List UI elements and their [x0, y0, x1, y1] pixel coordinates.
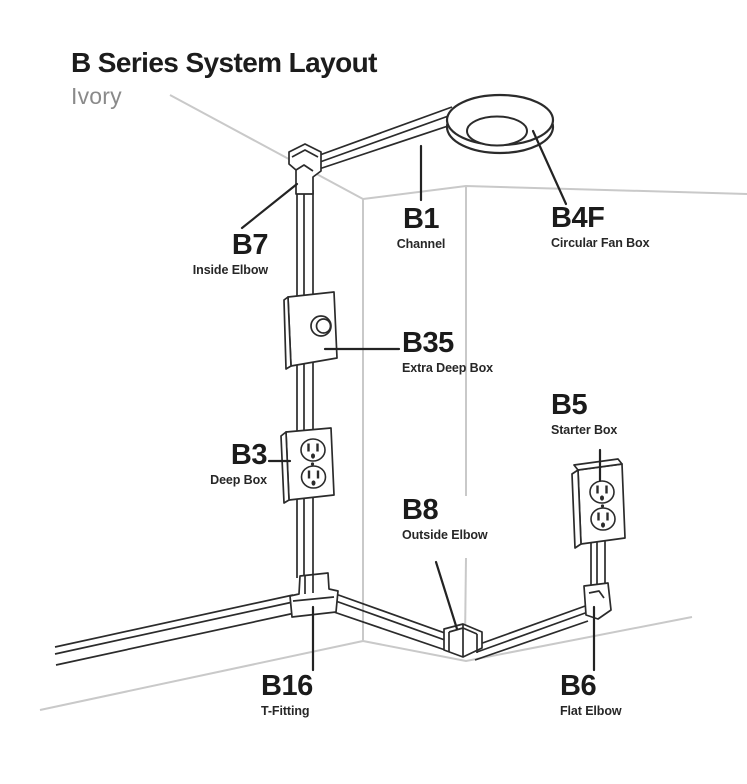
part-code: B1	[402, 203, 440, 235]
label-b5-starter-box: B5 Starter Box	[551, 391, 617, 438]
flat-elbow-drawing	[583, 582, 612, 620]
part-code: B4F	[551, 202, 605, 234]
part-name: Circular Fan Box	[551, 236, 650, 250]
part-code: B3	[230, 439, 268, 471]
part-code: B5	[551, 389, 588, 421]
floor-edge	[39, 616, 693, 711]
part-name: Extra Deep Box	[402, 361, 493, 375]
circular-fan-box-drawing	[445, 93, 555, 155]
baseboard-right-run	[474, 604, 589, 661]
vertical-channel-run	[296, 190, 314, 580]
label-b7-inside-elbow: B7 Inside Elbow	[192, 229, 269, 278]
label-b16-t-fitting: B16 T-Fitting	[261, 672, 313, 719]
label-b1-channel: B1 Channel	[383, 205, 459, 252]
part-name: Outside Elbow	[402, 528, 488, 542]
leader-b7	[240, 182, 299, 230]
part-name: Deep Box	[210, 473, 267, 487]
part-code: B6	[560, 670, 597, 702]
part-code: B7	[231, 229, 269, 261]
page-subtitle: Ivory	[71, 82, 122, 109]
starter-box-stub-run	[590, 540, 606, 590]
page-title: B Series System Layout	[71, 47, 377, 78]
leader-b8	[434, 560, 459, 631]
outside-elbow-drawing	[443, 623, 483, 658]
part-name: Inside Elbow	[192, 263, 268, 277]
header: B Series System Layout Ivory	[71, 47, 377, 110]
baseboard-middle-run	[327, 591, 457, 654]
ceiling-channel-run	[300, 106, 458, 176]
label-b35-extra-deep-box: B35 Extra Deep Box	[402, 329, 493, 376]
part-code: B16	[261, 670, 313, 702]
part-code: B8	[402, 494, 439, 526]
room-outline	[39, 94, 747, 711]
t-fitting-drawing	[289, 572, 339, 618]
starter-box-drawing	[571, 458, 626, 549]
deep-box-drawing	[280, 427, 335, 504]
part-name: T-Fitting	[261, 704, 310, 718]
baseboard-left-run	[54, 594, 296, 666]
part-name: Flat Elbow	[560, 704, 622, 718]
part-name: Channel	[396, 237, 446, 251]
ceiling-edge	[169, 94, 747, 200]
inside-elbow-drawing	[288, 143, 322, 195]
part-name: Starter Box	[551, 423, 618, 437]
leader-b4f	[531, 129, 568, 206]
label-b6-flat-elbow: B6 Flat Elbow	[560, 672, 622, 719]
label-b4f-circular-fan-box: B4F Circular Fan Box	[551, 202, 650, 251]
label-b8-outside-elbow: B8 Outside Elbow	[402, 496, 488, 543]
extra-deep-box-drawing	[283, 291, 338, 370]
label-b3-deep-box: B3 Deep Box	[210, 441, 267, 488]
part-code: B35	[402, 327, 454, 359]
leader-lines	[240, 129, 602, 672]
